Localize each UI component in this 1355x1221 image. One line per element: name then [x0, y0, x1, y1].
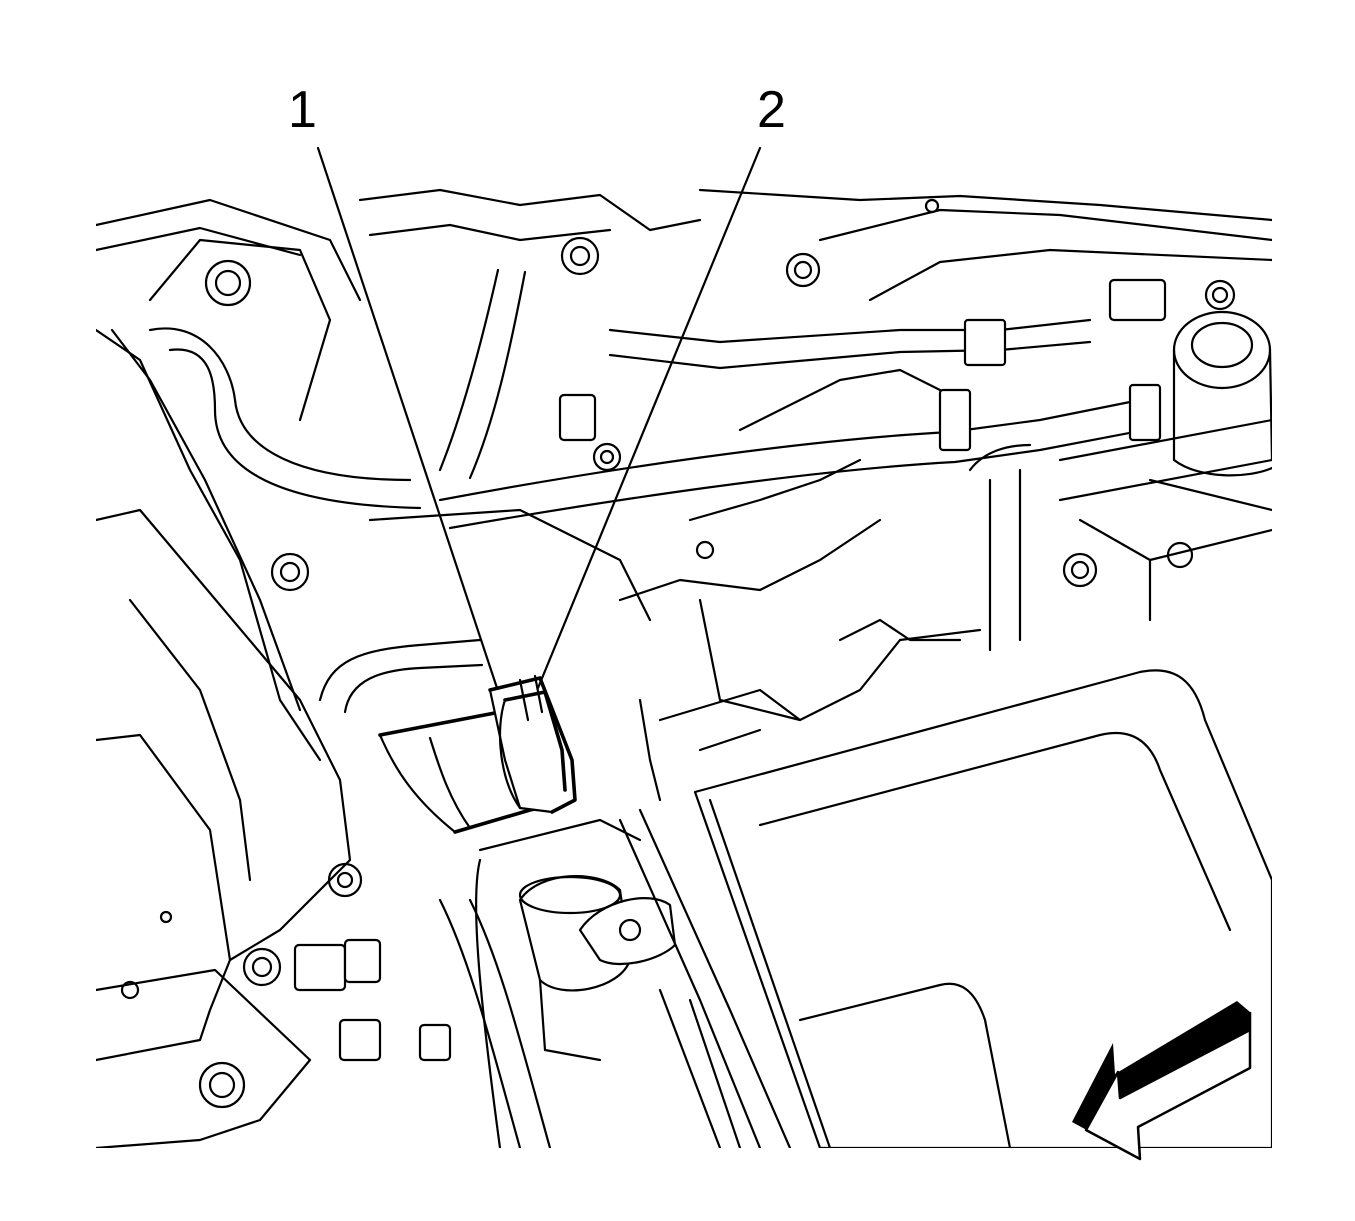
engine-parts — [96, 188, 1272, 1148]
coolant-pipe-and-clamp — [378, 674, 577, 834]
front-direction-arrow-icon — [1072, 1001, 1252, 1161]
callout-1: 1 — [288, 81, 317, 139]
radiator-frame — [474, 808, 792, 1148]
fluid-reservoir — [1172, 310, 1272, 477]
reservoir-cap — [518, 875, 677, 1062]
air-cleaner-housing — [638, 669, 1272, 1148]
engine-body — [96, 328, 1272, 1148]
callout-2: 2 — [757, 81, 786, 139]
electrical-connectors — [293, 278, 1167, 1062]
leader-line-2 — [536, 146, 762, 690]
hoses — [148, 268, 1147, 1148]
leader-line-1 — [316, 146, 499, 690]
